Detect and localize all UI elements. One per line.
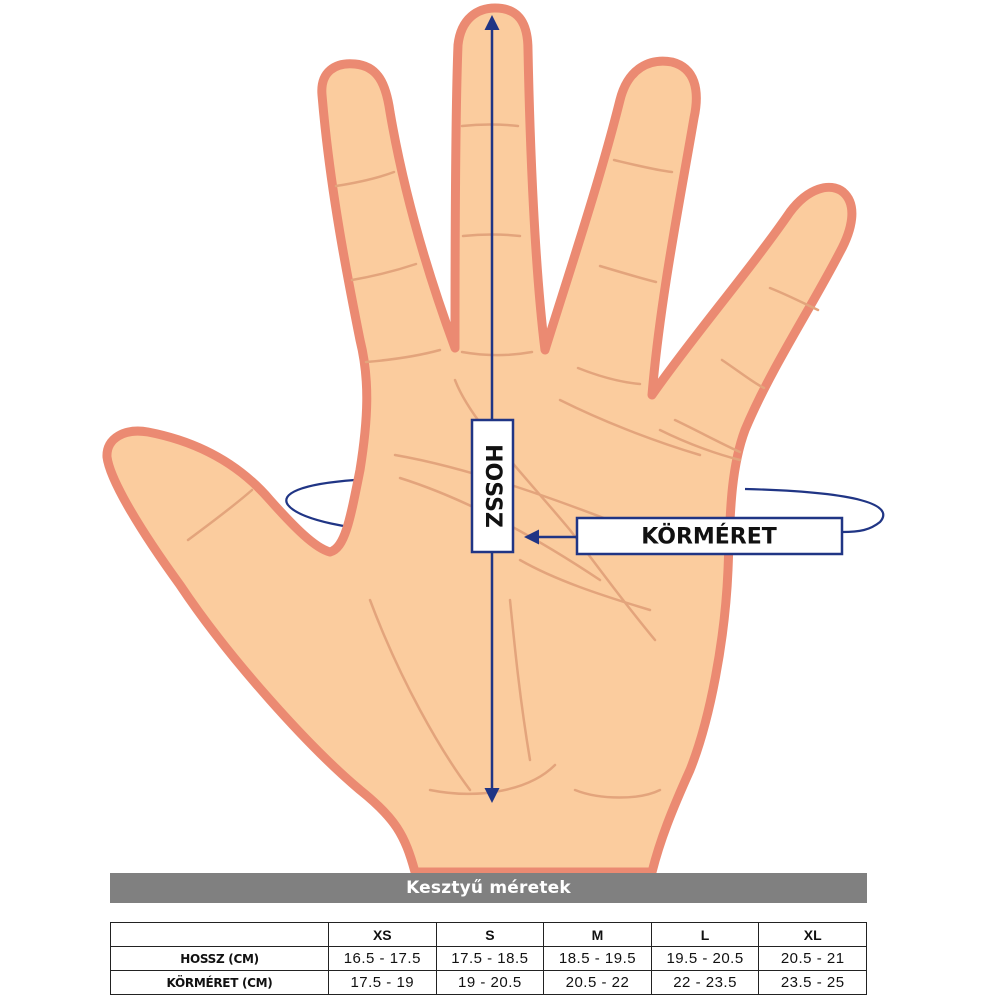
row-label-circumference: KÖRMÉRET (CM)	[110, 970, 329, 995]
header-empty-cell	[110, 922, 329, 947]
length-m-cell: 18.5 - 19.5	[543, 946, 652, 971]
circumference-label: KÖRMÉRET	[641, 524, 777, 550]
row-label-length: HOSSZ (CM)	[110, 946, 329, 971]
circumference-xl-cell: 23.5 - 25	[758, 970, 867, 995]
circumference-s-cell: 19 - 20.5	[435, 970, 545, 995]
size-table-header-row: XS S M L XL	[110, 922, 867, 947]
header-size-xs: XS	[328, 922, 437, 947]
length-xl-cell: 20.5 - 21	[758, 946, 867, 971]
header-size-xl: XL	[758, 922, 867, 947]
length-l-cell: 19.5 - 20.5	[650, 946, 760, 971]
hand-illustration: HOSSZ KÖRMÉRET	[102, 3, 885, 875]
finger-creases	[186, 123, 820, 542]
circumference-xs-cell: 17.5 - 19	[328, 970, 437, 995]
header-size-l: L	[650, 922, 760, 947]
table-row-length: HOSSZ (CM) 16.5 - 17.5 17.5 - 18.5 18.5 …	[110, 946, 867, 971]
circumference-l-cell: 22 - 23.5	[650, 970, 760, 995]
table-row-circumference: KÖRMÉRET (CM) 17.5 - 19 19 - 20.5 20.5 -…	[110, 970, 867, 995]
size-table-title: Kesztyű méretek	[110, 873, 867, 903]
length-label-box: HOSSZ	[470, 418, 515, 554]
header-size-s: S	[435, 922, 545, 947]
circumference-m-cell: 20.5 - 22	[543, 970, 652, 995]
header-size-m: M	[543, 922, 652, 947]
length-xs-cell: 16.5 - 17.5	[328, 946, 437, 971]
length-s-cell: 17.5 - 18.5	[435, 946, 545, 971]
length-label: HOSSZ	[480, 444, 505, 528]
circumference-label-box: KÖRMÉRET	[575, 516, 844, 556]
size-table: XS S M L XL HOSSZ (CM) 16.5 - 17.5 17.5 …	[110, 922, 867, 995]
